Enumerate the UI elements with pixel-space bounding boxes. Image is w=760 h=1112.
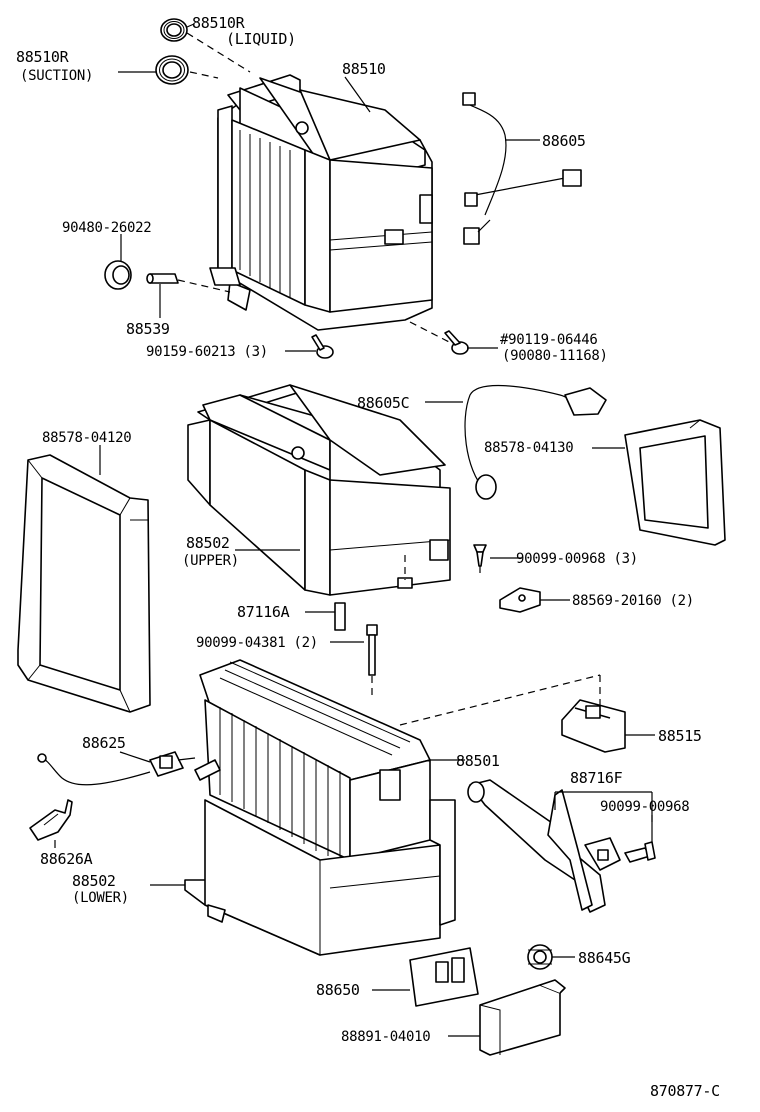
part-label: 90099-04381 (2) [196,635,318,651]
part-label: (UPPER) [182,553,239,569]
part-label: 88645G [578,949,631,967]
seal-frame-right-icon [624,419,726,546]
part-label: 88569-20160 (2) [572,593,694,609]
suction-seal-ring-icon [155,55,189,85]
screw-icon [444,330,469,355]
part-label: 88891-04010 [341,1029,430,1045]
bolt-icon [366,624,378,676]
lower-case-icon [184,759,456,956]
part-label: 88578-04130 [484,440,573,456]
part-label: 88539 [126,320,170,338]
sensor-wire-icon [37,751,196,786]
screw-icon [624,841,656,863]
part-label: 88716F [570,769,623,787]
part-label: (LOWER) [72,890,129,906]
grommet-icon [527,944,553,970]
part-label: 88501 [456,752,500,770]
part-label: 88510R [16,48,70,66]
grommet-icon [104,260,132,290]
part-label: 88578-04120 [42,430,131,446]
part-label: 90099-00968 (3) [516,551,638,567]
thermistor-wire-icon [462,92,582,245]
part-label: 88510 [342,60,386,78]
evaporator-unit-assembly [209,74,433,331]
liquid-seal-ring-icon [160,18,188,42]
part-label: (90080-11168) [502,348,608,364]
part-label: 88515 [658,727,702,745]
part-label: #90119-06446 [500,332,598,348]
part-label: 88510R [192,14,246,32]
part-label: 90159-60213 (3) [146,344,268,360]
clip-icon [29,799,73,841]
pin-icon [146,273,179,284]
part-label: 88605 [542,132,586,150]
part-label: 90480-26022 [62,220,151,236]
switch-icon [561,699,626,753]
cover-icon [479,979,566,1056]
part-label: (SUCTION) [20,68,93,84]
clip-icon [334,602,346,631]
part-label: 88625 [82,734,126,752]
sensor-wire-icon [464,384,607,500]
part-label: 87116A [237,603,290,621]
part-label: 88502 [72,872,116,890]
diagram-reference-code: 870877-C [650,1082,720,1100]
part-label: 88605C [357,394,409,412]
screw-icon [311,334,334,359]
part-label: 88502 [186,534,230,552]
expansion-pipe-icon [467,779,621,913]
clip-icon [499,587,541,613]
upper-case-icon [187,384,451,596]
part-label: 88650 [316,981,360,999]
part-label: (LIQUID) [226,30,296,48]
part-label: 90099-00968 [600,799,689,815]
screw-icon [473,544,487,567]
amplifier-board-icon [409,947,479,1007]
part-label: 88626A [40,850,93,868]
seal-frame-left-icon [17,454,151,713]
evaporator-core-icon [199,659,431,861]
